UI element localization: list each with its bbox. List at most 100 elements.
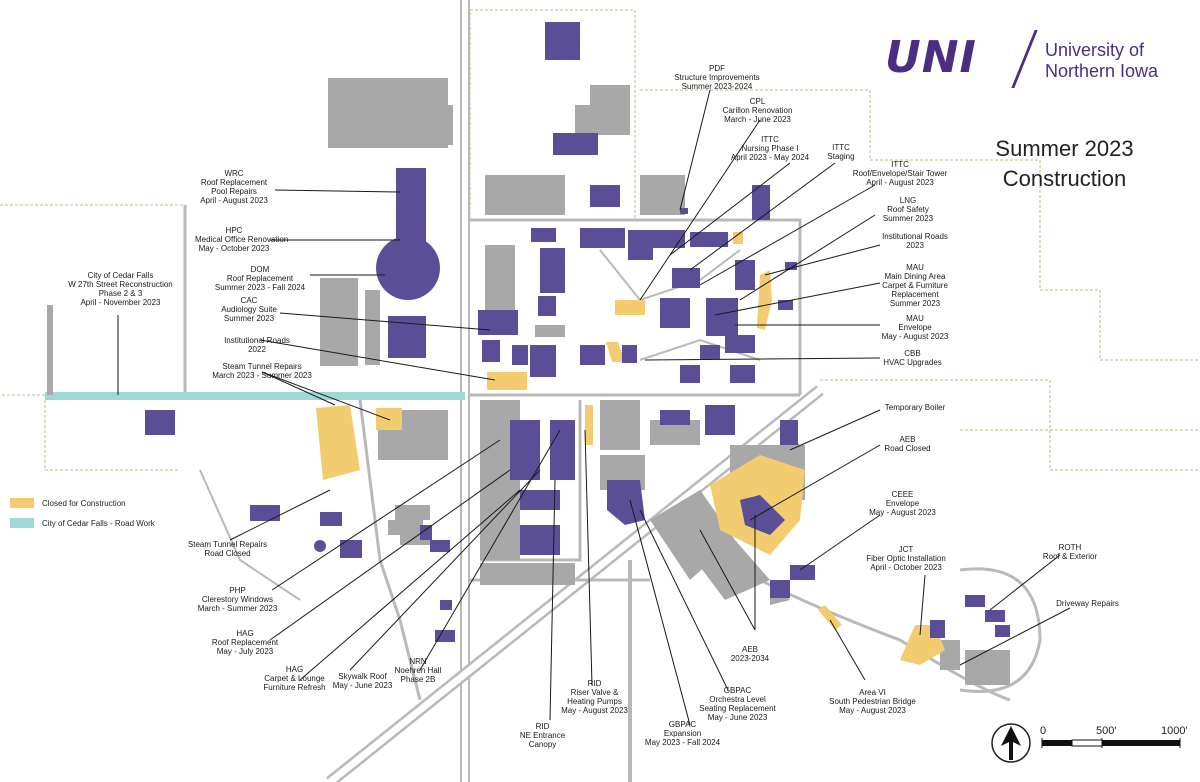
logo-name: University of Northern Iowa — [1045, 40, 1158, 82]
label-line: Steam Tunnel Repairs — [222, 362, 302, 371]
label-line: Institutional Roads — [882, 232, 948, 241]
label-line: RID — [535, 722, 550, 731]
label-line: March - Summer 2023 — [197, 604, 278, 613]
city-road-work — [45, 392, 465, 400]
label-line: CPL — [749, 97, 766, 106]
label-line: ITTC — [761, 135, 779, 144]
label-line: Carpet & Lounge — [264, 674, 325, 683]
label-line: HAG — [236, 629, 254, 638]
legend-swatch-closed — [10, 498, 34, 508]
label-line: May - August 2023 — [561, 706, 628, 715]
label-line: NE Entrance — [519, 731, 566, 740]
label-line: Steam Tunnel Repairs — [187, 540, 268, 549]
label-line: Carillon Renovation — [722, 106, 793, 115]
label-line: 2023-2034 — [730, 654, 770, 663]
logo-mark: UNI — [885, 32, 977, 83]
map-title: Summer 2023 Construction — [962, 134, 1167, 194]
label-line: Expansion — [663, 729, 702, 738]
label-line: 2023 — [906, 241, 924, 250]
label-line: South Pedestrian Bridge — [829, 697, 916, 706]
north-arrow-icon — [991, 723, 1031, 763]
label-line: Temporary Boiler — [884, 403, 946, 412]
label-line: Carpet & Furniture — [882, 281, 948, 290]
label-line: Roof/Envelope/Stair Tower — [852, 169, 948, 178]
legend-swatch-road-work — [10, 518, 34, 528]
legend-label: Closed for Construction — [42, 499, 126, 508]
label-line: Audiology Suite — [221, 305, 277, 314]
scale-tick-500: 500' — [1096, 725, 1117, 737]
label-line: Roof Replacement — [226, 274, 294, 283]
label-line: ROTH — [1058, 543, 1082, 552]
label-temporary-boiler: Temporary Boiler — [870, 403, 960, 412]
label-line: Fiber Optic Installation — [866, 554, 946, 563]
label-line: April - August 2023 — [866, 178, 934, 187]
label-line: Area VI — [859, 688, 886, 697]
label-line: MAU — [906, 263, 924, 272]
scale-tick-0: 0 — [1040, 725, 1047, 737]
label-line: Skywalk Roof — [338, 672, 387, 681]
label-line: Replacement — [891, 290, 939, 299]
label-line: Phase 2 & 3 — [98, 289, 143, 298]
label-line: HPC — [225, 226, 243, 235]
label-line: May - October 2023 — [198, 244, 270, 253]
label-line: CBB — [904, 349, 921, 358]
label-driveway: Driveway Repairs — [1050, 599, 1125, 608]
leader-lines — [117, 89, 1071, 726]
label-line: Canopy — [528, 740, 557, 749]
city-road-work-north — [47, 305, 53, 395]
label-line: Heating Pumps — [567, 697, 622, 706]
label-line: May - August 2023 — [839, 706, 906, 715]
label-line: Riser Valve & — [570, 688, 619, 697]
label-line: Roof Replacement — [211, 638, 279, 647]
roads — [183, 0, 1042, 782]
label-line: May - June 2023 — [707, 713, 768, 722]
label-line: NRN — [409, 657, 427, 666]
label-line: DOM — [250, 265, 270, 274]
label-line: GBPAC — [668, 720, 697, 729]
label-line: March - June 2023 — [724, 115, 791, 124]
label-line: PDF — [709, 64, 725, 73]
label-line: Institutional Roads — [224, 336, 290, 345]
label-line: Roof Replacement — [200, 178, 268, 187]
logo-name-line2: Northern Iowa — [1045, 61, 1159, 81]
label-line: May - August 2023 — [881, 332, 949, 341]
label-line: Summer 2023 - Fall 2024 — [214, 283, 306, 292]
parking-lots — [320, 78, 1010, 685]
label-line: Road Closed — [204, 549, 251, 558]
label-line: W 27th Street Reconstruction — [68, 280, 173, 289]
logo-divider — [1011, 30, 1038, 88]
label-line: Road Closed — [884, 444, 931, 453]
label-line: CAC — [240, 296, 258, 305]
label-line: 2022 — [248, 345, 266, 354]
label-line: March 2023 - Summer 2023 — [212, 371, 312, 380]
label-line: Orchestra Level — [709, 695, 766, 704]
label-line: Clerestory Windows — [201, 595, 274, 604]
label-line: Staging — [827, 152, 855, 161]
label-line: RID — [587, 679, 602, 688]
label-line: WRC — [224, 169, 244, 178]
label-line: City of Cedar Falls — [87, 271, 154, 280]
